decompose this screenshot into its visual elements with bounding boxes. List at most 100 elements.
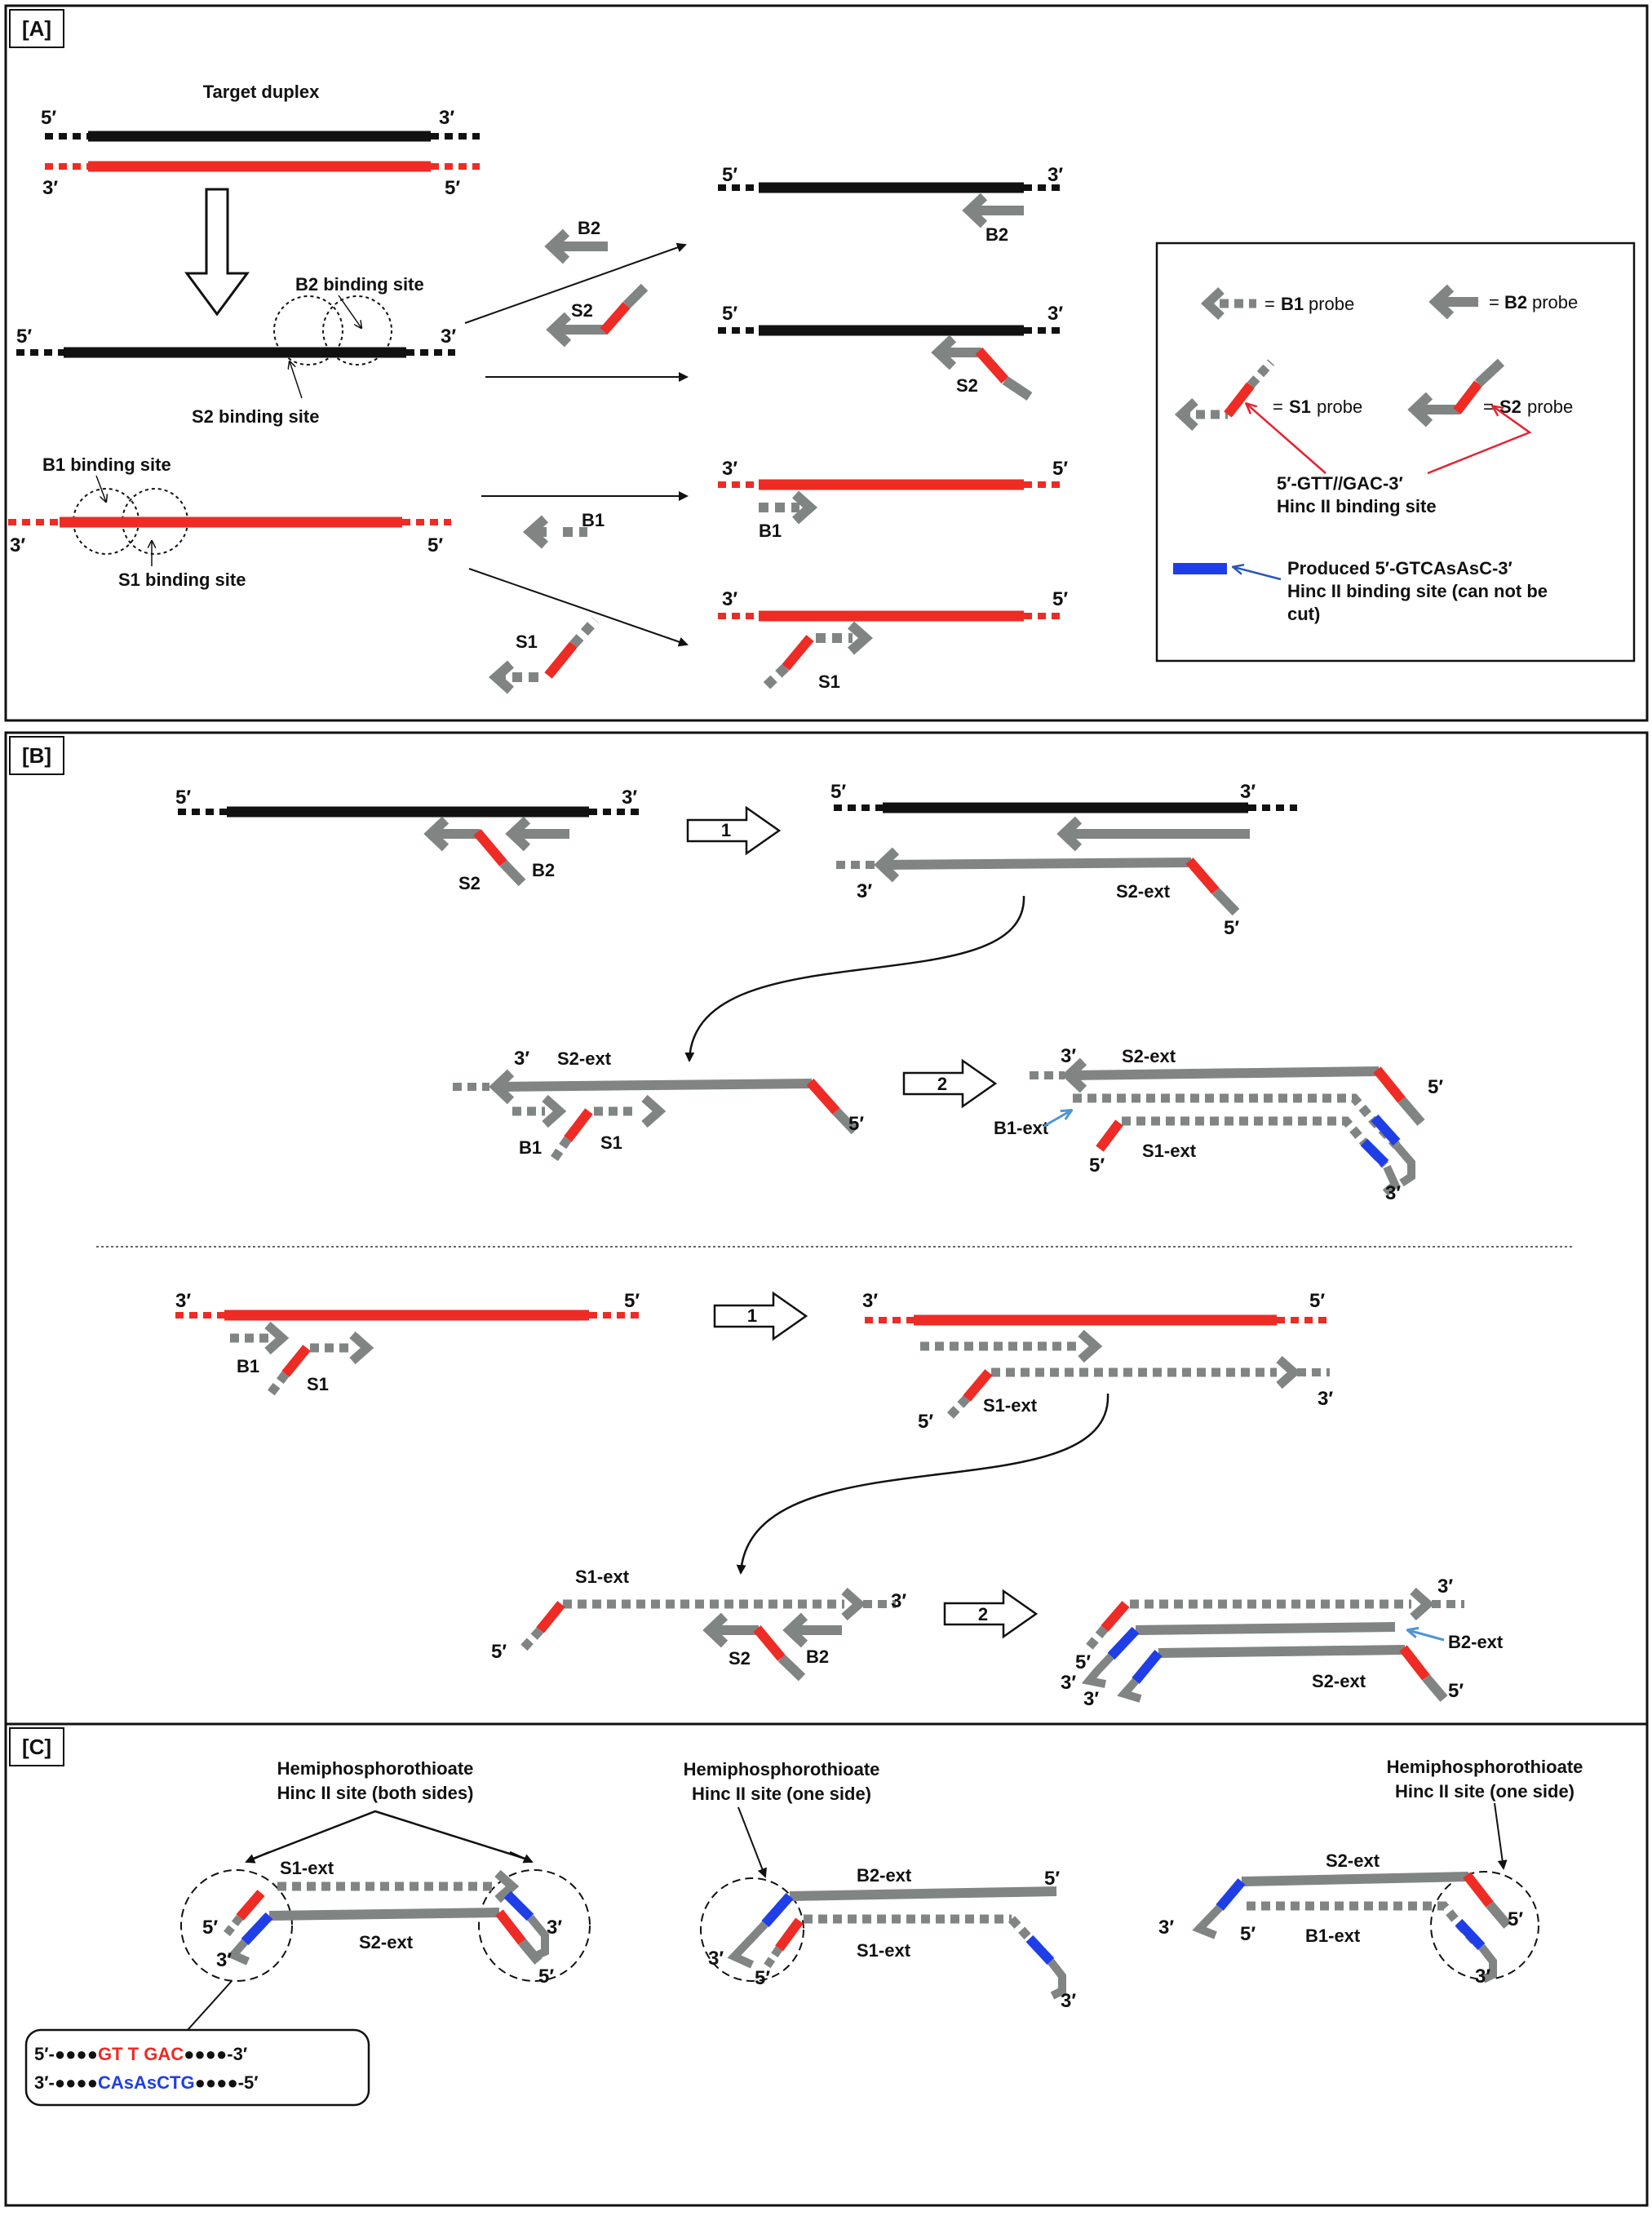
- denature-arrow: [184, 188, 250, 317]
- b2-binding-site-label: B2 binding site: [295, 274, 424, 295]
- step-number: 2: [978, 1604, 988, 1624]
- s1-probe-icon: [1174, 359, 1275, 432]
- legend-s1-probe: probe: [1317, 397, 1362, 417]
- s2-ext-strand: [836, 847, 1240, 916]
- end-label: 3′: [722, 458, 737, 480]
- b1-label: B1: [519, 1137, 542, 1158]
- end-label: 5′: [538, 1966, 554, 1988]
- s2-probe-free: [546, 283, 649, 348]
- b2-label: B2: [532, 860, 555, 880]
- end-label: 5′: [722, 303, 737, 325]
- end-label: 3′: [1061, 1990, 1076, 2012]
- title-pointer: [248, 1810, 531, 1862]
- end-label: 3′: [708, 1948, 724, 1970]
- end-label: 3′: [722, 588, 737, 610]
- end-label: 5′: [202, 1917, 218, 1939]
- legend-b1-probe: probe: [1309, 294, 1354, 314]
- s2-probe: [702, 1612, 806, 1682]
- lightblue-pointer: [1408, 1630, 1445, 1642]
- end-label: 3′: [1083, 1688, 1099, 1710]
- b1-ext-strand: [1073, 1093, 1415, 1187]
- end-label: 3′: [175, 1290, 191, 1312]
- panel-a-label-box: [9, 9, 64, 48]
- blue-pointer-arrow: [1233, 567, 1282, 581]
- b1-probe-extended: [920, 1329, 1103, 1363]
- curved-arrow: [684, 895, 1025, 1062]
- end-label: 5′: [830, 781, 846, 803]
- hemi-subtitle: Hinc II site (one side): [692, 1784, 871, 1804]
- title-pointer: [737, 1806, 767, 1878]
- end-label: 3′: [1318, 1388, 1333, 1410]
- s1-ext-label: S1-ext: [575, 1567, 630, 1587]
- b2-probe: [505, 816, 569, 852]
- b1-probe: [230, 1321, 290, 1355]
- b1-label: B1: [237, 1356, 259, 1376]
- s2-label: S2: [729, 1648, 751, 1669]
- b2-binding-circle: [322, 295, 392, 366]
- s1-ext-strand: [943, 1355, 1330, 1423]
- s1-probe: [265, 1331, 374, 1398]
- panel-b-frame: [4, 731, 1649, 1726]
- end-label: 3′: [857, 880, 872, 902]
- sequence-callout: [24, 2028, 370, 2107]
- b2-label: B2: [578, 218, 600, 238]
- hemi-title: Hemiphosphorothioate: [1387, 1757, 1583, 1777]
- end-label: 3′: [1047, 164, 1063, 186]
- produced-site-note: cut): [1287, 604, 1320, 624]
- b2-probe-bound: [962, 193, 1024, 228]
- lightblue-pointer: [1043, 1110, 1071, 1128]
- produced-site-seq: Produced 5′-GTCAsAsC-3′: [1287, 558, 1512, 578]
- b1-probe-free: [522, 515, 587, 549]
- end-label: 3′: [216, 1949, 232, 1971]
- title-pointer-head: [509, 1850, 534, 1864]
- b1-ext-strand: [1247, 1901, 1497, 1983]
- pointer-arrow: [338, 295, 361, 328]
- end-label: 3′: [1385, 1182, 1401, 1204]
- end-label: 5′: [1052, 458, 1068, 480]
- panel-b-label-box: [9, 736, 64, 775]
- seq-bottom-suffix: ●●●●-5′: [195, 2072, 259, 2093]
- b2-label: B2: [806, 1646, 829, 1667]
- end-label: 3′: [891, 1590, 906, 1612]
- end-label: 5′: [1052, 588, 1068, 610]
- end-label: 3′: [514, 1048, 529, 1070]
- s2-binding-site-label: S2 binding site: [192, 406, 319, 427]
- s2-ext-label: S2-ext: [1326, 1850, 1380, 1871]
- panel-b: [B] 5′ 3′ S2 B2 1 5′ 3′: [4, 731, 1649, 1726]
- end-label: 3′: [439, 107, 454, 129]
- curved-arrow: [736, 1393, 1109, 1575]
- s1-ext-label: S1-ext: [983, 1395, 1038, 1416]
- b2-probe-extended: [1056, 816, 1250, 852]
- step-arrow: [686, 805, 782, 856]
- s2-label: S2: [956, 375, 978, 396]
- legend-s1-name: S1: [1289, 397, 1311, 417]
- site-circle: [700, 1877, 804, 1982]
- end-label: 5′: [1508, 1908, 1523, 1930]
- end-label: 3′: [1158, 1917, 1174, 1939]
- panel-c: [C] Hemiphosphorothioate Hinc II site (b…: [4, 1722, 1649, 2207]
- b1-label: B1: [582, 510, 605, 530]
- seq-top-site: GT T GAC: [98, 2044, 184, 2064]
- s1-ext-label: S1-ext: [857, 1940, 911, 1961]
- b1-probe: [512, 1094, 567, 1128]
- legend-b1-eq: =: [1264, 294, 1275, 314]
- s1-ext-strand: [224, 1869, 549, 1961]
- b2-ext-label: B2-ext: [857, 1865, 912, 1886]
- end-label: 5′: [1309, 1290, 1325, 1312]
- legend-b1-name: B1: [1281, 294, 1304, 314]
- step-arrow: [943, 1589, 1039, 1639]
- s2-probe: [423, 816, 526, 887]
- end-label: 5′: [848, 1113, 864, 1135]
- s1-ext-strand: [1096, 1116, 1401, 1196]
- panel-a-frame: [4, 4, 1649, 722]
- step-number: 1: [747, 1305, 757, 1326]
- legend-s1-eq: =: [1273, 397, 1283, 417]
- panel-b-label: [B]: [22, 743, 51, 768]
- b2-probe-free: [544, 228, 608, 264]
- s2-probe-icon: [1407, 358, 1505, 428]
- seq-top-prefix: 5′-●●●●: [34, 2044, 98, 2064]
- b2-ext-label: B2-ext: [1448, 1632, 1504, 1652]
- s2-ext-label: S2-ext: [1312, 1671, 1366, 1691]
- end-label: 3′: [1061, 1672, 1076, 1694]
- pointer-arrow: [290, 361, 303, 399]
